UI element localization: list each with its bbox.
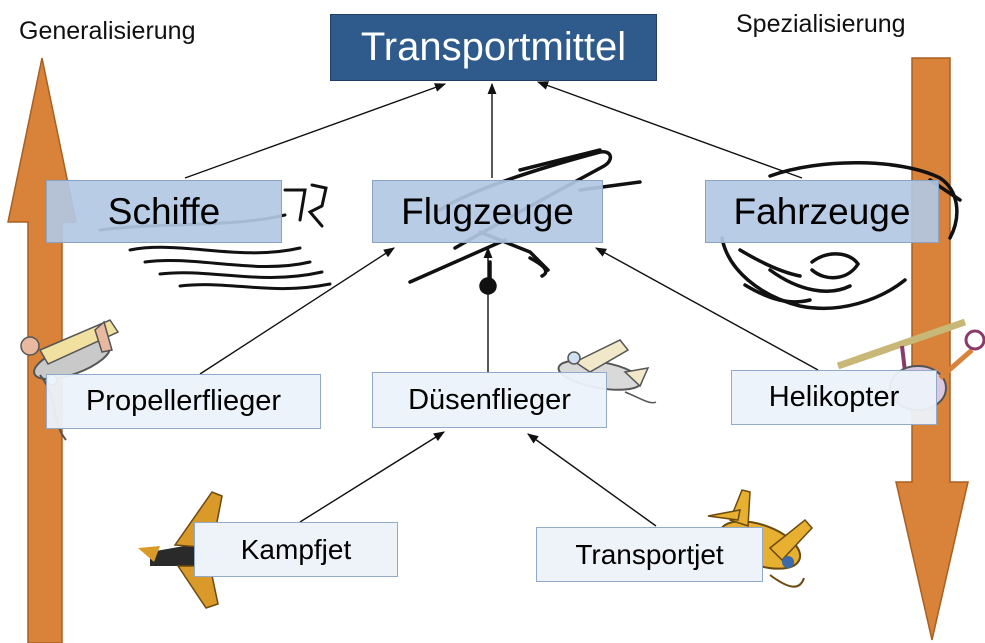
node-helikopter: Helikopter [731, 370, 937, 425]
edge-helikopter-flugzeuge [595, 247, 819, 371]
node-propellerflieger: Propellerflieger [46, 374, 321, 429]
node-transportjet: Transportjet [536, 527, 763, 582]
node-duesenflieger: Düsenflieger [372, 372, 607, 428]
generalization-label: Generalisierung [19, 17, 196, 45]
node-transportmittel: Transportmittel [330, 14, 657, 81]
node-schiffe: Schiffe [46, 180, 282, 243]
node-fahrzeuge: Fahrzeuge [705, 180, 939, 243]
edge-propellerflieger-flugzeuge [199, 247, 395, 375]
node-flugzeuge: Flugzeuge [372, 180, 603, 243]
edge-kampfjet-duesenflieger [299, 431, 445, 523]
specialization-label: Spezialisierung [736, 10, 906, 38]
edge-transportjet-duesenflieger [527, 433, 657, 527]
edge-schiffe-transportmittel [184, 83, 447, 179]
car-icon [720, 161, 962, 311]
node-kampfjet: Kampfjet [194, 522, 398, 577]
edge-fahrzeuge-transportmittel [536, 81, 803, 179]
